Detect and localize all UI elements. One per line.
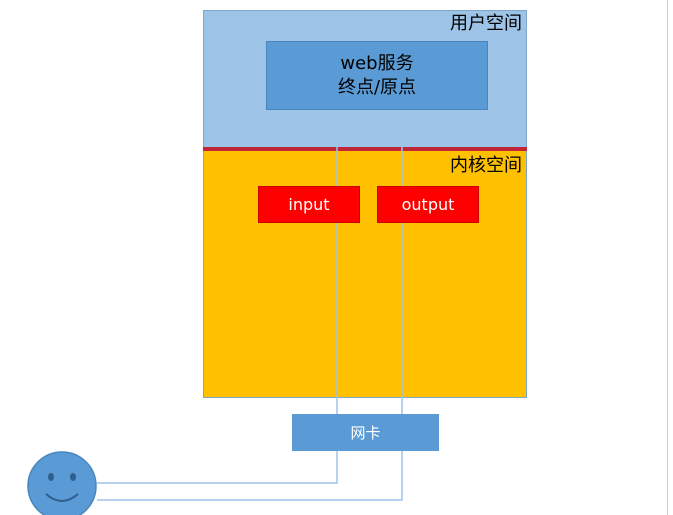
web-service-box: web服务 终点/原点 [266, 41, 488, 110]
connector-in [97, 110, 338, 484]
output-label: output [401, 195, 455, 214]
kernel-space-label: 内核空间 [450, 155, 522, 176]
user-space-label: 用户空间 [450, 13, 522, 34]
input-chain-box: input [258, 186, 360, 223]
nic-label: 网卡 [350, 424, 381, 442]
output-chain-box: output [377, 186, 479, 223]
web-service-line2: 终点/原点 [337, 76, 417, 98]
input-label: input [288, 195, 330, 214]
connector-out [97, 110, 403, 501]
nic-box: 网卡 [292, 414, 439, 451]
smiley-face-icon [27, 451, 97, 515]
page-edge-line [667, 0, 668, 515]
web-service-line1: web服务 [340, 52, 414, 74]
space-divider [203, 147, 527, 151]
